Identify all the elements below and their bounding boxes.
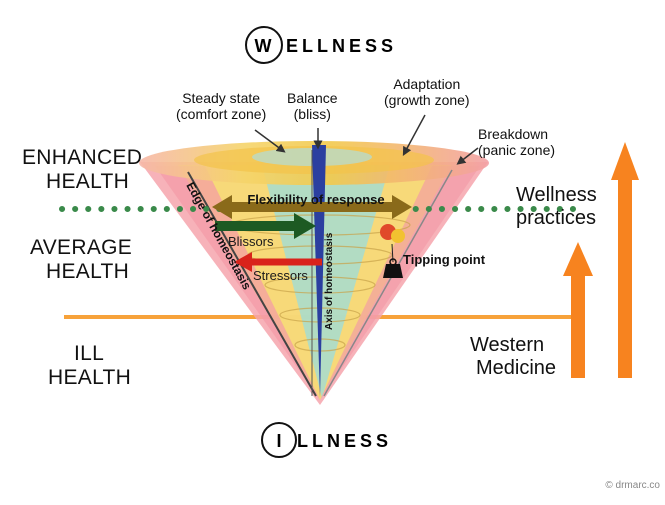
cone-right-wedge [320,166,480,400]
wellness-practices-line1: Wellness [516,184,597,206]
tipping-point-icon [380,224,405,278]
illness-circle [261,422,297,458]
flexibility-label: Flexibility of response [247,192,384,207]
western-medicine-line2: Medicine [476,357,557,379]
blissors-arrow [215,213,316,239]
zone-average-line1: AVERAGE [30,236,133,259]
adaptation-line2: (growth zone) [384,92,470,109]
zone-average: AVERAGE HEALTH [30,236,132,284]
wellness-title-rest: ELLNESS [286,36,397,56]
breakdown-label: Breakdown (panic zone) [478,126,555,158]
breakdown-pointer [456,147,479,165]
steady-state-pointer [254,129,286,153]
zone-enhanced: ENHANCED HEALTH [22,146,142,194]
flexibility-arrow [212,195,412,219]
balance-line2: (bliss) [293,106,331,123]
credit-text: © drmarc.co [605,480,660,491]
tipping-point-label: Tipping point [403,252,486,267]
adaptation-pointer [402,114,426,156]
blissors-label: Blissors [228,234,274,249]
western-medicine-line1: Western [470,334,545,356]
stressors-label: Stressors [253,268,308,283]
axis-of-homeostasis-label: Axis of homeostasis [324,232,335,330]
wellness-practices-label: Wellness practices [516,184,597,230]
zone-enhanced-line2: HEALTH [46,170,130,194]
adaptation-label: Adaptation (growth zone) [384,76,470,108]
western-medicine-arrow [563,242,593,378]
steady-state-line2: (comfort zone) [176,106,267,123]
breakdown-line1: Breakdown [478,126,549,142]
cone-left-wedge [155,166,320,400]
balance-line1: Balance [287,90,338,106]
edge-line-left [187,171,317,397]
zone-average-line2: HEALTH [46,260,130,284]
western-medicine-label: Western Medicine [470,334,556,380]
adaptation-line1: Adaptation [393,76,461,92]
zone-ill-line2: HEALTH [48,366,132,390]
wellness-practices-arrow [611,142,639,378]
wellness-title-letter: W [255,36,274,56]
wellness-circle [245,26,283,64]
zone-enhanced-line1: ENHANCED [22,146,143,169]
balance-label: Balance (bliss) [287,90,338,122]
wellness-practices-line2: practices [516,207,597,229]
steady-state-line1: Steady state [182,90,261,106]
stressors-arrow [234,252,322,272]
breakdown-line2: (panic zone) [478,142,556,159]
zone-ill-line1: ILL [74,342,105,365]
illness-title-letter: I [276,431,281,451]
zone-ill: ILL HEALTH [48,342,131,390]
steady-state-label: Steady state (comfort zone) [176,90,266,122]
illness-title-rest: LLNESS [297,431,392,451]
